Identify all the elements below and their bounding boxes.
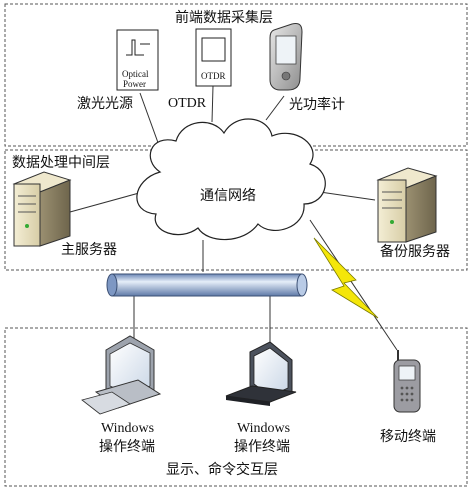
desktop-pc-icon: [81, 335, 162, 415]
optical-power-meter-icon: [116, 29, 159, 91]
mobile-terminal-label: 移动终端: [380, 429, 436, 445]
otdr-icon: [195, 28, 232, 87]
mobile-phone-icon: [393, 350, 421, 413]
laser-source-label: 激光光源: [77, 96, 133, 112]
lightning-icon: [313, 237, 379, 319]
processing-layer-title: 数据处理中间层: [12, 155, 110, 171]
backup-server-label: 备份服务器: [380, 244, 450, 260]
interaction-layer-title: 显示、命令交互层: [166, 462, 278, 478]
pda-icon: [269, 23, 303, 91]
server-icon: [12, 171, 72, 247]
laptop-icon: [225, 341, 297, 406]
optical-box-label-line1: Optical: [122, 69, 149, 79]
optical-box-label-line2: Power: [123, 79, 146, 89]
backup-server-icon: [376, 167, 438, 243]
otdr-label: OTDR: [168, 96, 207, 111]
windows-terminal-1-line1: Windows: [101, 421, 155, 436]
front-end-layer-title: 前端数据采集层: [175, 10, 273, 26]
otdr-box-label: OTDR: [201, 71, 226, 81]
interaction-layer-box: [4, 327, 468, 487]
windows-terminal-2-line2: 操作终端: [234, 439, 290, 455]
windows-terminal-2-line1: Windows: [237, 421, 291, 436]
bus-pipe-icon: [106, 273, 308, 297]
windows-terminal-1-line2: 操作终端: [99, 439, 155, 455]
power-meter-label: 光功率计: [289, 97, 345, 113]
cloud-icon: [136, 118, 326, 241]
main-server-label: 主服务器: [61, 242, 117, 258]
network-label: 通信网络: [200, 188, 256, 204]
